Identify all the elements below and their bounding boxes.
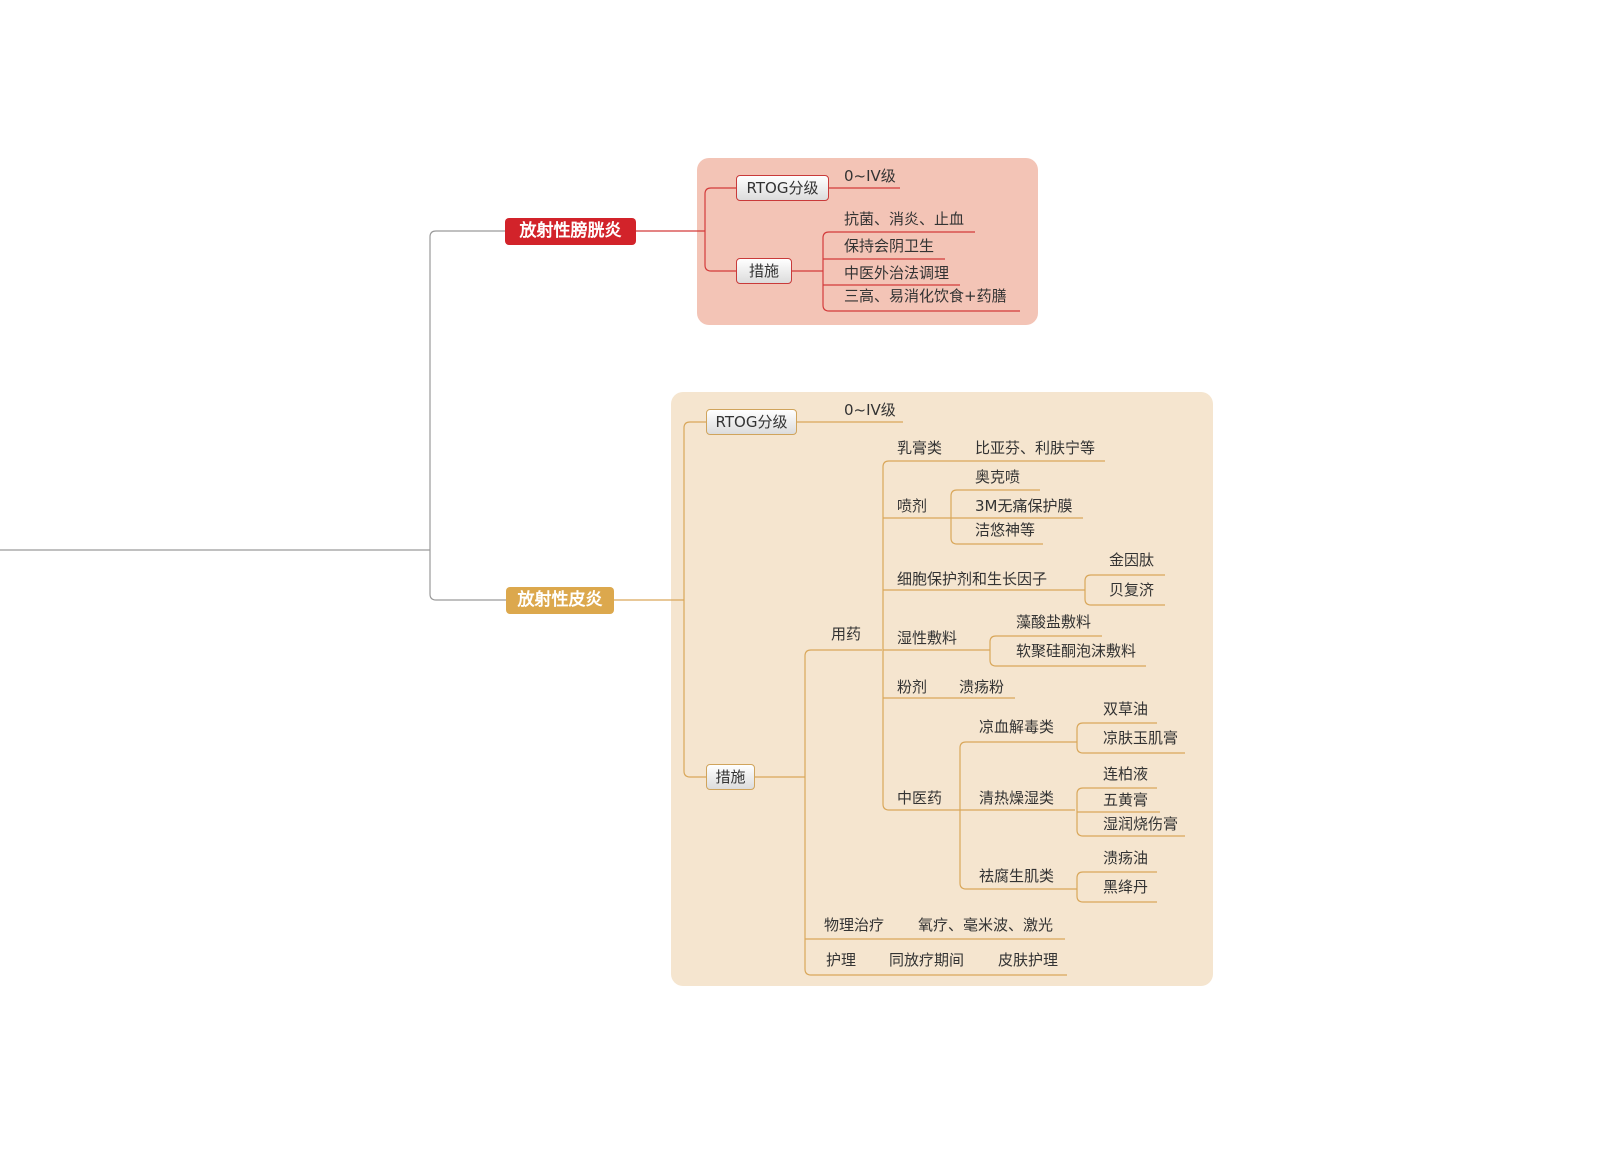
skin-branch-panel [671,392,1213,986]
skin-connectors [614,421,1185,976]
wet-dressing-item[interactable]: 藻酸盐敷料 [1016,613,1092,631]
powder-item[interactable]: 溃疡粉 [959,678,1005,696]
bladder-measures-node[interactable]: 措施 [736,258,792,284]
tcm-item[interactable]: 湿润烧伤膏 [1103,815,1179,833]
cream-item[interactable]: 比亚芬、利肤宁等 [975,439,1096,457]
bladder-connectors [636,187,1020,312]
bladder-measure-item[interactable]: 中医外治法调理 [844,264,950,282]
cream-node[interactable]: 乳膏类 [897,439,943,457]
root-connectors [0,230,506,601]
tcm-item[interactable]: 凉肤玉肌膏 [1103,729,1179,747]
wet-dressing-item[interactable]: 软聚硅酮泡沫敷料 [1016,642,1137,660]
skin-rtog-value[interactable]: 0~IV级 [844,401,896,419]
wet-dressing-node[interactable]: 湿性敷料 [897,629,958,647]
medication-node[interactable]: 用药 [831,625,862,643]
skin-rtog-node[interactable]: RTOG分级 [706,409,797,435]
cytoprotect-item[interactable]: 贝复济 [1109,581,1155,599]
physio-item[interactable]: 氧疗、毫米波、激光 [918,916,1054,934]
cytoprotect-item[interactable]: 金因肽 [1109,551,1155,569]
tcm-node[interactable]: 中医药 [897,789,943,807]
tcm-item[interactable]: 黑绛丹 [1103,878,1149,896]
spray-item[interactable]: 洁悠神等 [975,521,1036,539]
nursing-node[interactable]: 护理 [826,951,857,969]
spray-node[interactable]: 喷剂 [897,497,928,515]
tcm-item[interactable]: 溃疡油 [1103,849,1149,867]
tcm-item[interactable]: 连柏液 [1103,765,1149,783]
bladder-measure-item[interactable]: 保持会阴卫生 [844,237,935,255]
spray-item[interactable]: 3M无痛保护膜 [975,497,1073,515]
bladder-measure-item[interactable]: 三高、易消化饮食+药膳 [844,287,1007,305]
bladder-rtog-value[interactable]: 0~IV级 [844,167,896,185]
bladder-topic[interactable]: 放射性膀胱炎 [505,218,636,245]
physio-node[interactable]: 物理治疗 [824,916,885,934]
root-split-line [429,230,506,601]
bladder-measure-item[interactable]: 抗菌、消炎、止血 [844,210,965,228]
cytoprotect-node[interactable]: 细胞保护剂和生长因子 [897,570,1048,588]
bladder-rtog-node[interactable]: RTOG分级 [736,175,829,201]
spray-item[interactable]: 奥克喷 [975,468,1021,486]
nursing-detail[interactable]: 皮肤护理 [998,951,1059,969]
tcm-item[interactable]: 双草油 [1103,700,1149,718]
tcm-item[interactable]: 五黄膏 [1103,791,1149,809]
powder-node[interactable]: 粉剂 [897,678,928,696]
tcm-group-node[interactable]: 凉血解毒类 [979,718,1055,736]
nursing-item[interactable]: 同放疗期间 [889,951,965,969]
tcm-group-node[interactable]: 清热燥湿类 [979,789,1055,807]
skin-topic[interactable]: 放射性皮炎 [506,587,614,614]
skin-measures-node[interactable]: 措施 [706,764,755,790]
tcm-group-node[interactable]: 祛腐生肌类 [979,867,1055,885]
